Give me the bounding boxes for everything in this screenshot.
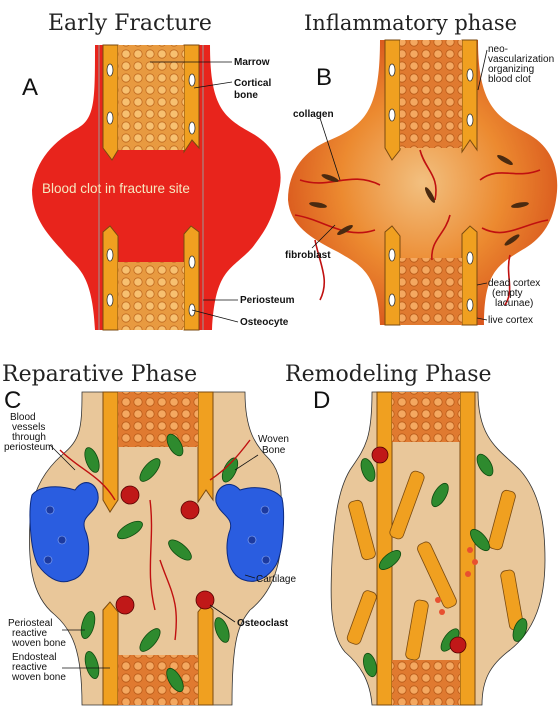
upper-marrow bbox=[118, 45, 184, 150]
label-woven-bone-2: woven bone bbox=[11, 672, 66, 683]
c-upper-right-cortex bbox=[198, 392, 213, 502]
label-woven: Woven bbox=[258, 434, 289, 445]
title-reparative-phase: Reparative Phase bbox=[2, 362, 197, 387]
label-woven-bone-1: woven bone bbox=[11, 638, 66, 649]
c-lower-marrow bbox=[118, 655, 198, 705]
label-periosteum: Periosteum bbox=[240, 295, 295, 306]
label-periosteum-c: periosteum bbox=[4, 442, 53, 453]
label-blood-clot-b: blood clot bbox=[488, 74, 531, 85]
b-lower-left-cortex bbox=[385, 226, 400, 325]
d-lower-marrow bbox=[392, 660, 460, 705]
c-lower-right-cortex bbox=[198, 602, 213, 705]
label-bone: Bone bbox=[262, 445, 286, 456]
label-cortical: Cortical bbox=[234, 78, 271, 89]
label-fibroblast: fibroblast bbox=[285, 250, 331, 261]
title-remodeling-phase: Remodeling Phase bbox=[285, 362, 492, 387]
panel-c-reparative: C Blood vessels through periosteum Woven… bbox=[4, 387, 296, 705]
label-collagen: collagen bbox=[293, 109, 334, 120]
panel-b-inflammatory: B neo- vascularization organizing blood … bbox=[285, 40, 557, 326]
label-osteoclast: Osteoclast bbox=[237, 618, 289, 629]
label-live-cortex: live cortex bbox=[488, 315, 533, 326]
c-lower-left-cortex bbox=[103, 602, 118, 705]
d-left-cortex bbox=[377, 392, 392, 705]
lower-marrow bbox=[118, 262, 184, 330]
d-upper-marrow bbox=[392, 392, 460, 442]
panel-a-early-fracture: A Marrow Cortical bone Blood clot in fra… bbox=[22, 45, 295, 330]
letter-d: D bbox=[313, 387, 330, 414]
title-inflammatory-phase: Inflammatory phase bbox=[304, 11, 517, 35]
label-blood-clot: Blood clot in fracture site bbox=[42, 181, 190, 196]
letter-a: A bbox=[22, 74, 38, 101]
panel-d-remodeling: D bbox=[313, 387, 545, 705]
label-lacunae: lacunae) bbox=[495, 298, 533, 309]
b-upper-marrow bbox=[400, 40, 462, 148]
upper-right-cortex bbox=[184, 45, 199, 152]
label-cortical-bone: bone bbox=[234, 90, 258, 101]
b-lower-marrow bbox=[400, 258, 462, 325]
b-upper-right-cortex bbox=[462, 40, 477, 152]
label-cartilage: Cartilage bbox=[256, 574, 296, 585]
letter-b: B bbox=[316, 64, 332, 91]
label-marrow: Marrow bbox=[234, 57, 270, 68]
b-upper-left-cortex bbox=[385, 40, 400, 160]
title-early-fracture: Early Fracture bbox=[48, 11, 212, 36]
label-osteocyte: Osteocyte bbox=[240, 317, 289, 328]
letter-c: C bbox=[4, 387, 21, 414]
c-upper-marrow bbox=[118, 392, 198, 447]
lower-left-cortex bbox=[103, 226, 118, 330]
upper-left-cortex bbox=[103, 45, 118, 160]
